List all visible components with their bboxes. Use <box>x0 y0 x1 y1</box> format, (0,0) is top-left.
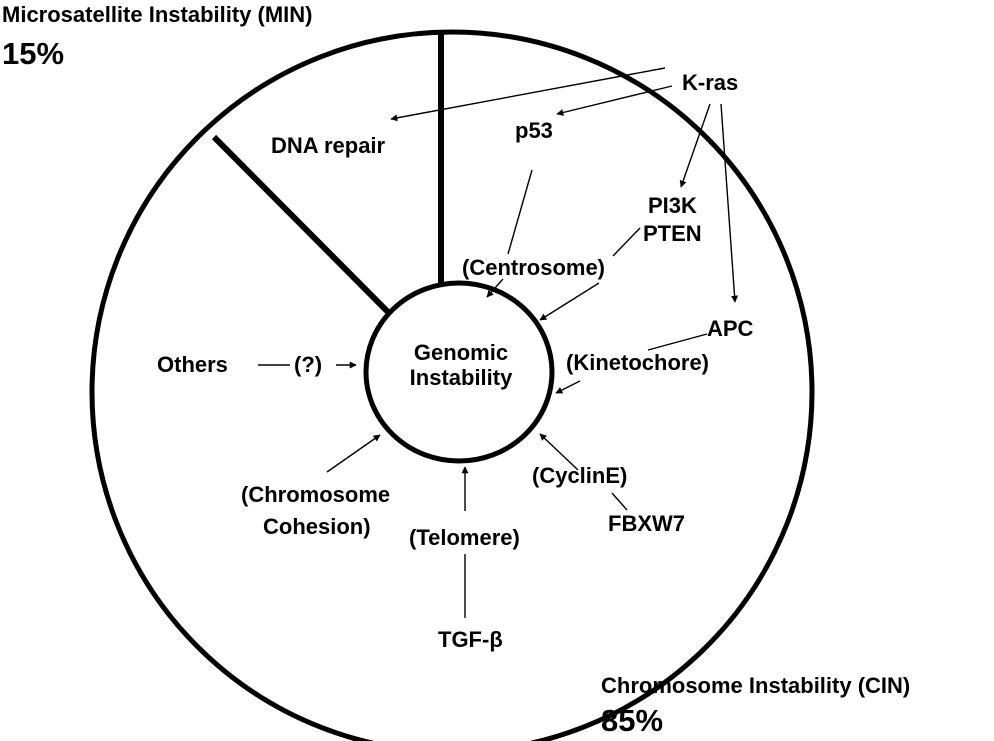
cin-title: Chromosome Instability (CIN) <box>601 673 911 698</box>
others-label: Others <box>157 352 228 377</box>
min-title: Microsatellite Instability (MIN) <box>2 2 313 27</box>
genomic-instability-label: Genomic Instability <box>381 340 541 391</box>
unknown-label: (?) <box>294 352 323 377</box>
line-p53-to-centrosome <box>507 169 533 255</box>
center-line-2: Instability <box>409 365 513 391</box>
chromosome-label: (Chromosome <box>241 482 391 507</box>
arrow-kras-to-apc <box>720 103 739 303</box>
arrow-centrosome-to-center <box>486 278 504 298</box>
pi3k-label: PI3K <box>648 193 697 218</box>
dna-repair-label: DNA repair <box>271 133 386 158</box>
arrow-kinetochore-to-center <box>555 380 581 394</box>
telomere-label: (Telomere) <box>409 525 520 550</box>
outer-circle <box>89 29 815 741</box>
cycline-label: (CyclinE) <box>532 463 628 488</box>
sector-divider-diagonal <box>211 134 392 316</box>
center-line-1: Genomic <box>413 340 509 365</box>
fbxw7-label: FBXW7 <box>608 511 685 536</box>
inner-circle <box>363 280 555 464</box>
pten-label: PTEN <box>643 221 702 246</box>
arrow-kras-to-p53 <box>556 85 673 116</box>
arrow-cycline-to-center <box>539 433 579 471</box>
line-pten-to-centrosome <box>612 227 641 257</box>
arrow-kras-to-dna-repair <box>390 67 666 122</box>
cohesion-label: Cohesion) <box>263 514 371 539</box>
kras-label: K-ras <box>682 70 739 95</box>
kinetochore-label: (Kinetochore) <box>566 350 709 375</box>
arrow-cohesion-to-center <box>326 434 381 473</box>
centrosome-label: (Centrosome) <box>462 255 606 280</box>
apc-label: APC <box>707 316 754 341</box>
tgfb-label: TGF-β <box>438 627 503 652</box>
cin-percent: 85% <box>601 703 664 738</box>
line-fbxw7-to-cycline <box>611 492 628 511</box>
line-apc-to-kinetochore <box>647 333 708 351</box>
arrow-kras-to-pi3k <box>679 103 711 188</box>
arrow-pten-to-center <box>539 282 600 321</box>
min-percent: 15% <box>2 36 65 71</box>
p53-label: p53 <box>515 118 553 143</box>
